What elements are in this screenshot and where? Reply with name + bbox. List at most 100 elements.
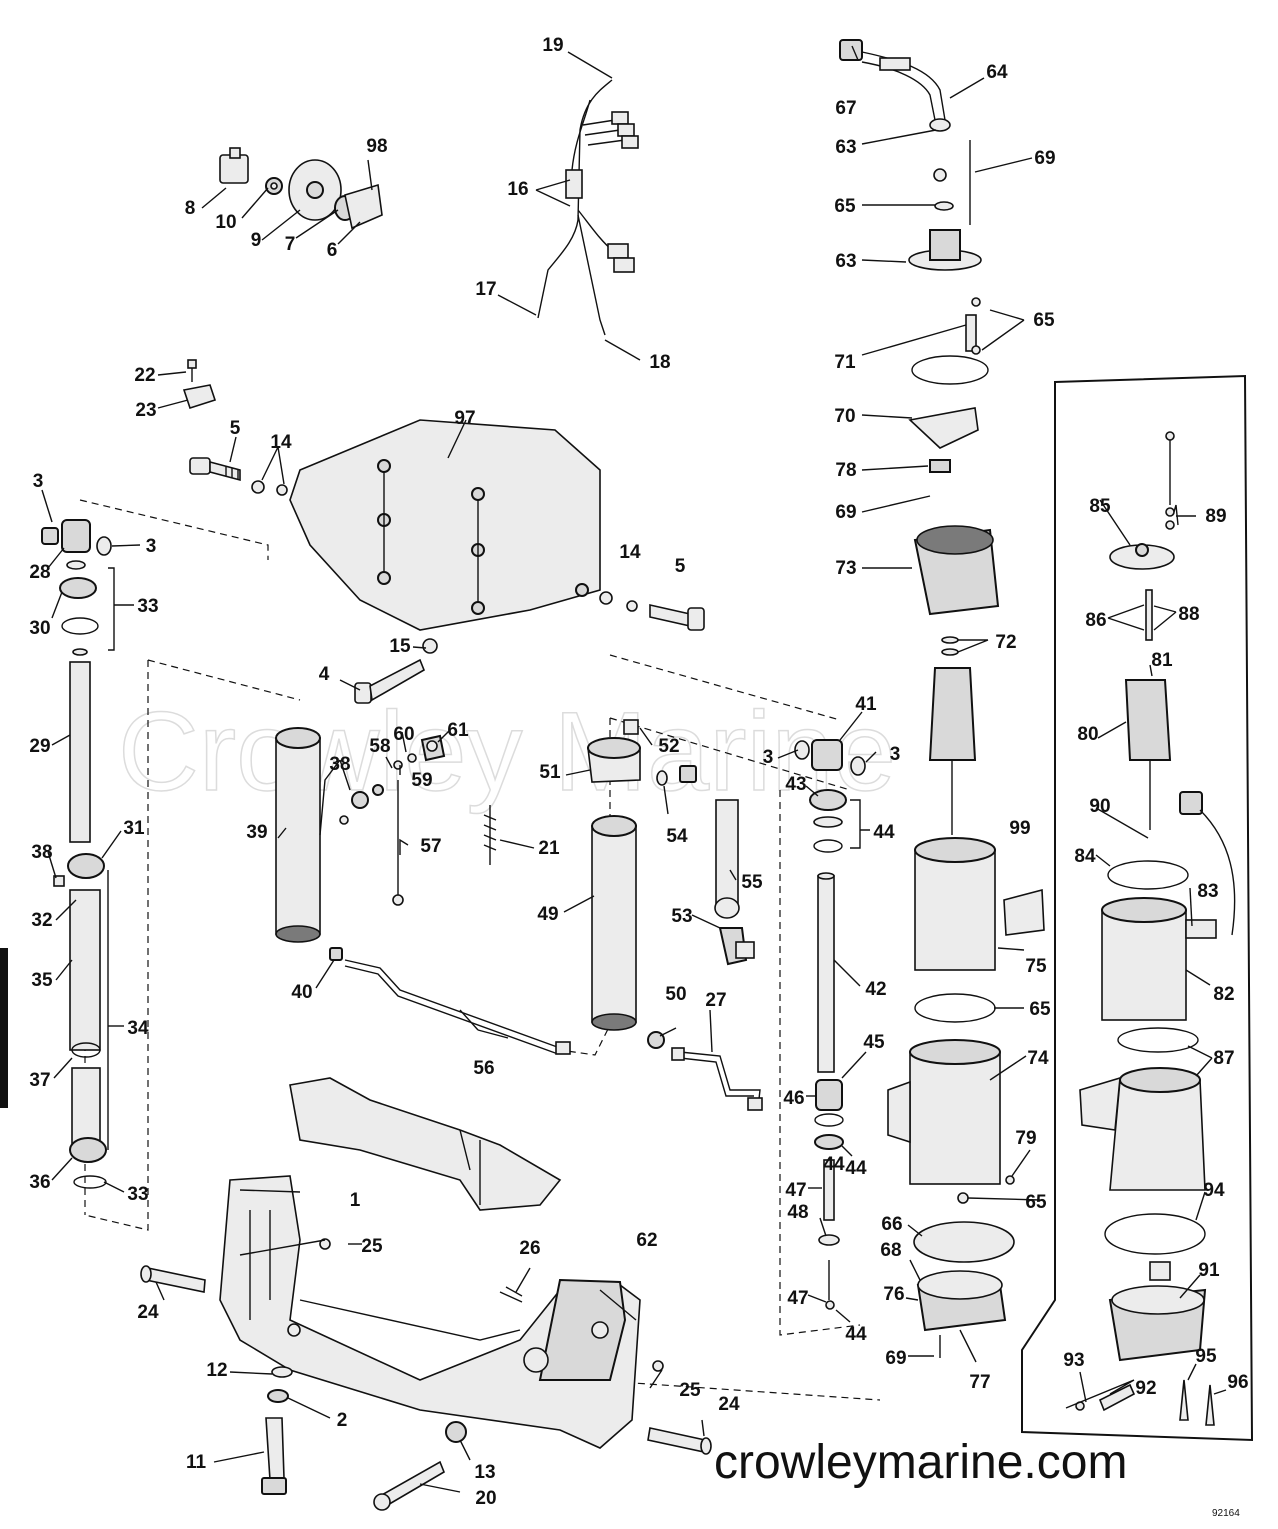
callout-label: 62: [636, 1230, 657, 1251]
callout-label: 20: [475, 1488, 496, 1509]
callout-label: 63: [835, 137, 856, 158]
callout-label: 95: [1195, 1346, 1217, 1367]
callout-label: 69: [835, 502, 856, 523]
callout-label: 6: [327, 240, 338, 261]
callout-label: 46: [783, 1088, 804, 1109]
callout-label: 15: [389, 636, 411, 657]
bolts: [189, 457, 705, 704]
callout-label: 79: [1015, 1128, 1036, 1149]
callout-label: 84: [1074, 846, 1096, 867]
callout-label: 12: [206, 1360, 227, 1381]
callout-label: 24: [137, 1302, 159, 1323]
switch-assembly: [219, 147, 383, 230]
callout-label: 3: [146, 536, 157, 557]
callout-label: 18: [649, 352, 670, 373]
callout-label: 86: [1085, 610, 1106, 631]
callout-label: 44: [845, 1324, 867, 1345]
callout-label: 59: [411, 770, 432, 791]
callout-label: 50: [665, 984, 686, 1005]
callout-label: 51: [539, 762, 561, 783]
callout-label: 31: [123, 818, 145, 839]
callout-label: 8: [185, 198, 196, 219]
callout-label: 87: [1213, 1048, 1234, 1069]
callout-label: 36: [29, 1172, 50, 1193]
callout-label: 7: [285, 234, 296, 255]
callout-label: 45: [863, 1032, 885, 1053]
leader-lines: [41, 45, 1227, 1493]
callout-label: 16: [507, 179, 528, 200]
callout-label: 19: [542, 35, 563, 56]
callout-label: 40: [291, 982, 312, 1003]
callout-label: 39: [246, 822, 267, 843]
figure-code: 92164: [1212, 1508, 1240, 1519]
callout-label: 85: [1089, 496, 1111, 517]
callout-label: 29: [29, 736, 50, 757]
callout-label: 2: [337, 1410, 348, 1431]
callout-label: 63: [835, 251, 856, 272]
callout-numbers: 1 2 3 3 3 3 4 5 5 6 7 8 9 10 11 12 13 14…: [29, 35, 1248, 1509]
callout-label: 65: [834, 196, 856, 217]
callout-label: 80: [1077, 724, 1098, 745]
callout-label: 90: [1089, 796, 1110, 817]
callout-label: 44: [845, 1158, 867, 1179]
callout-label: 33: [137, 596, 158, 617]
callout-label: 75: [1025, 956, 1047, 977]
callout-label: 64: [986, 62, 1008, 83]
callout-label: 17: [475, 279, 496, 300]
callout-label: 69: [1034, 148, 1055, 169]
callout-label: 76: [883, 1284, 904, 1305]
callout-label: 11: [186, 1452, 207, 1473]
callout-label: 42: [865, 979, 886, 1000]
callout-label: 68: [880, 1240, 901, 1261]
callout-label: 28: [29, 562, 50, 583]
callout-label: 3: [890, 744, 901, 765]
trim-housing-1: [289, 1077, 562, 1211]
callout-label: 96: [1227, 1372, 1248, 1393]
alternate-motor-box: [1021, 374, 1254, 1442]
callout-label: 14: [619, 542, 641, 563]
callout-label: 38: [31, 842, 52, 863]
cylinder-49: [587, 719, 755, 1031]
callout-label: 71: [834, 352, 856, 373]
cylinder-39: [275, 727, 497, 943]
callout-label: 25: [679, 1380, 701, 1401]
callout-label: 47: [787, 1288, 808, 1309]
callout-label: 94: [1203, 1180, 1225, 1201]
callout-label: 81: [1151, 650, 1173, 671]
callout-label: 25: [361, 1236, 383, 1257]
callout-label: 72: [995, 632, 1016, 653]
callout-label: 33: [127, 1184, 148, 1205]
callout-label: 69: [885, 1348, 906, 1369]
callout-label: 24: [718, 1394, 740, 1415]
callout-label: 83: [1197, 881, 1218, 902]
left-cylinder-assembly: [41, 519, 112, 1189]
callout-label: 34: [127, 1018, 149, 1039]
callout-label: 60: [393, 724, 414, 745]
callout-label: 49: [537, 904, 558, 925]
callout-label: 3: [763, 747, 774, 768]
callout-label: 78: [835, 460, 856, 481]
callout-label: 65: [1033, 310, 1055, 331]
center-column-parts: [794, 739, 866, 1310]
assembly-guide-lines: [79, 499, 881, 1401]
callout-label: 98: [366, 136, 387, 157]
wiring-harness: [537, 79, 639, 336]
pins-and-screws: [140, 1238, 712, 1511]
callout-label: 58: [369, 736, 390, 757]
callout-label: 9: [251, 230, 262, 251]
callout-label: 65: [1025, 1192, 1047, 1213]
callout-label: 35: [31, 970, 53, 991]
callout-label: 43: [785, 774, 806, 795]
callout-label: 27: [705, 990, 726, 1011]
callout-label: 89: [1205, 506, 1226, 527]
callout-label: 99: [1009, 818, 1030, 839]
callout-label: 53: [671, 906, 692, 927]
callout-label: 70: [834, 406, 855, 427]
callout-label: 52: [658, 736, 679, 757]
callout-label: 88: [1178, 604, 1199, 625]
callout-label: 38: [329, 754, 350, 775]
callout-label: 92: [1135, 1378, 1156, 1399]
callout-label: 55: [741, 872, 763, 893]
callout-label: 44: [873, 822, 895, 843]
callout-label: 10: [215, 212, 236, 233]
